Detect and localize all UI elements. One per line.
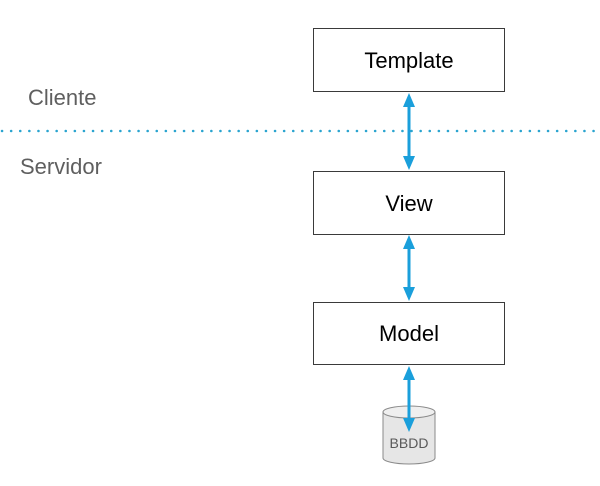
arrow-down-icon [403,156,415,170]
database-label: BBDD [390,435,429,451]
arrow-down-icon [403,287,415,301]
model-database-double-arrow [403,366,415,432]
arrow-up-icon [403,235,415,249]
arrow-up-icon [403,93,415,107]
template-view-double-arrow [403,93,415,170]
arrow-down-icon [403,418,415,432]
server-zone-label: Servidor [20,154,102,179]
view-box: View [313,171,505,235]
arrow-up-icon [403,366,415,380]
client-zone-label: Cliente [28,85,96,110]
model-label: Model [379,321,439,346]
model-box: Model [313,302,505,365]
template-box: Template [313,28,505,92]
view-model-double-arrow [403,235,415,301]
view-label: View [385,191,432,216]
template-label: Template [364,48,453,73]
